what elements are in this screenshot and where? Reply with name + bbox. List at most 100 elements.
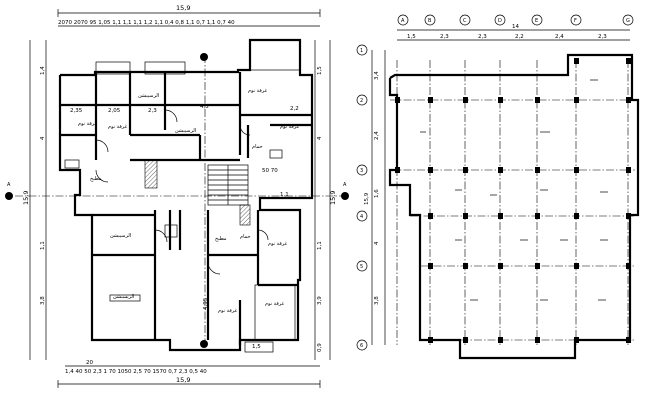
top-center-balcony <box>144 61 186 75</box>
section-marker-right: A <box>341 182 349 200</box>
svg-text:B: B <box>428 18 432 24</box>
room-label: غرفة نوم <box>78 121 97 127</box>
room-label: مطبخ <box>90 176 102 182</box>
room-label: غرفة نوم <box>108 124 127 130</box>
svg-text:6: 6 <box>360 343 363 349</box>
slab-marks <box>420 79 608 301</box>
right-side-dimensions: 15,9 3,9 0,9 1,1 4 1,5 <box>314 40 337 360</box>
right-side-dim-3: 1,1 <box>317 241 323 250</box>
left-bottom-dimension: 1,4 40 50 2,3 1 70 1050 2,5 70 1570 0,7 … <box>57 360 321 388</box>
svg-text:C: C <box>463 18 467 24</box>
staircase <box>207 164 249 206</box>
room-label: غرفة نوم <box>265 301 284 307</box>
svg-text:2: 2 <box>360 98 363 104</box>
left-top-dimension: 15,9 2070 2070 95 1,05 1,1 1,1 1,1 1,2 1… <box>57 4 321 27</box>
svg-text:3,4: 3,4 <box>374 71 380 80</box>
left-overall-bottom-label: 15,9 <box>176 376 190 384</box>
svg-text:F: F <box>574 18 577 24</box>
kitchen-counter <box>109 294 141 302</box>
structural-columns <box>395 58 631 343</box>
left-side-dim-4: 1,4 <box>40 66 46 75</box>
right-side-dim-5: 1,5 <box>317 66 323 75</box>
svg-text:15,9: 15,9 <box>364 192 370 205</box>
right-top-chain-5: 2,3 <box>598 34 607 40</box>
right-side-dim-2: 0,9 <box>317 343 323 352</box>
bath-fixture <box>269 149 283 159</box>
right-top-chain-2: 2,3 <box>478 34 487 40</box>
room-label: غرفة نوم <box>268 241 287 247</box>
svg-text:1,1: 1,1 <box>280 192 289 198</box>
right-left-dimensions: 3,8 4 1,6 2,4 3,4 15,9 <box>364 50 386 345</box>
svg-text:4: 4 <box>360 214 363 220</box>
bottom-balcony <box>244 341 274 353</box>
right-top-chain-4: 2,4 <box>555 34 564 40</box>
right-top-chain-0: 1,5 <box>407 34 416 40</box>
room-label: حمام <box>252 144 263 150</box>
bottom-right-balcony <box>254 284 296 341</box>
structural-outline <box>388 53 640 360</box>
svg-text:4,5: 4,5 <box>200 104 209 110</box>
svg-text:A: A <box>343 182 347 188</box>
right-top-chain-1: 2,3 <box>440 34 449 40</box>
right-top-total: 14 <box>512 24 519 30</box>
shaft-right <box>239 204 251 226</box>
left-side-dimensions: 15,9 3,8 1,1 4 1,4 <box>22 40 47 360</box>
svg-text:5: 5 <box>360 264 363 270</box>
right-top-chain-3: 2,2 <box>515 34 524 40</box>
svg-text:1,5: 1,5 <box>252 344 261 350</box>
room-label: مطبخ <box>215 236 227 242</box>
svg-text:D: D <box>498 18 502 24</box>
svg-text:4,95: 4,95 <box>203 297 209 310</box>
top-left-balcony <box>95 61 131 75</box>
left-bottom-extra-label: 20 <box>86 360 93 366</box>
left-side-dim-0: 15,9 <box>22 191 30 205</box>
svg-text:A: A <box>7 182 11 188</box>
room-label: الرسيبشن <box>138 93 159 99</box>
svg-text:3: 3 <box>360 168 363 174</box>
room-label: حمام <box>240 234 251 240</box>
svg-text:2,05: 2,05 <box>108 108 121 114</box>
bath-fixture <box>64 159 80 169</box>
section-marker-bottom <box>200 340 208 348</box>
svg-text:2,4: 2,4 <box>374 131 380 140</box>
right-side-dim-0: 15,9 <box>329 191 337 205</box>
svg-text:3,8: 3,8 <box>374 296 380 305</box>
left-bottom-chain-label: 1,4 40 50 2,3 1 70 1050 2,5 70 1570 0,7 … <box>65 369 207 375</box>
right-structural-plan: 14 1,5 2,3 2,3 2,2 2,4 2,3 A B C D E F G… <box>356 14 640 360</box>
room-label: الرسيبشن <box>110 233 131 239</box>
right-side-dim-4: 4 <box>317 136 323 140</box>
left-floor-plan: 15,9 2070 2070 95 1,05 1,1 1,1 1,1 1,2 1… <box>5 4 349 388</box>
section-marker-left: A <box>5 182 13 200</box>
left-overall-top-label: 15,9 <box>176 4 190 12</box>
left-side-dim-1: 3,8 <box>40 296 46 305</box>
svg-text:1,6: 1,6 <box>374 189 380 198</box>
room-label: الرسيبشن <box>175 128 196 134</box>
left-side-dim-3: 4 <box>40 136 46 140</box>
svg-text:50 70: 50 70 <box>262 168 278 174</box>
svg-text:2,35: 2,35 <box>70 108 83 114</box>
svg-text:E: E <box>535 18 538 24</box>
right-side-dim-1: 3,9 <box>317 296 323 305</box>
room-label: غرفة نوم <box>280 124 299 130</box>
bath-fixture <box>164 224 178 238</box>
room-label: غرفة نوم <box>218 308 237 314</box>
left-axis-bubbles: 1 2 3 4 5 6 <box>356 44 368 351</box>
svg-text:1: 1 <box>360 48 363 54</box>
svg-text:A: A <box>401 18 405 24</box>
right-top-dimension: 14 1,5 2,3 2,3 2,2 2,4 2,3 <box>397 24 630 41</box>
left-side-dim-2: 1,1 <box>40 241 46 250</box>
section-marker-top <box>200 53 208 61</box>
top-axis-bubbles: A B C D E F G <box>397 14 634 26</box>
exterior-walls <box>58 38 314 352</box>
room-label: غرفة نوم <box>248 88 267 94</box>
svg-text:G: G <box>626 18 630 24</box>
door-swings <box>95 109 269 275</box>
svg-text:2,3: 2,3 <box>148 108 157 114</box>
structural-grid <box>390 60 635 345</box>
left-top-chain-label: 2070 2070 95 1,05 1,1 1,1 1,1 1,2 1,1 0,… <box>58 20 235 26</box>
top-right-balcony <box>249 39 301 71</box>
svg-text:4: 4 <box>374 241 380 245</box>
room-labels: غرفة نوم غرفة نوم الرسيبشن غرفة نوم حمام… <box>78 88 299 314</box>
shaft-left <box>144 159 158 189</box>
